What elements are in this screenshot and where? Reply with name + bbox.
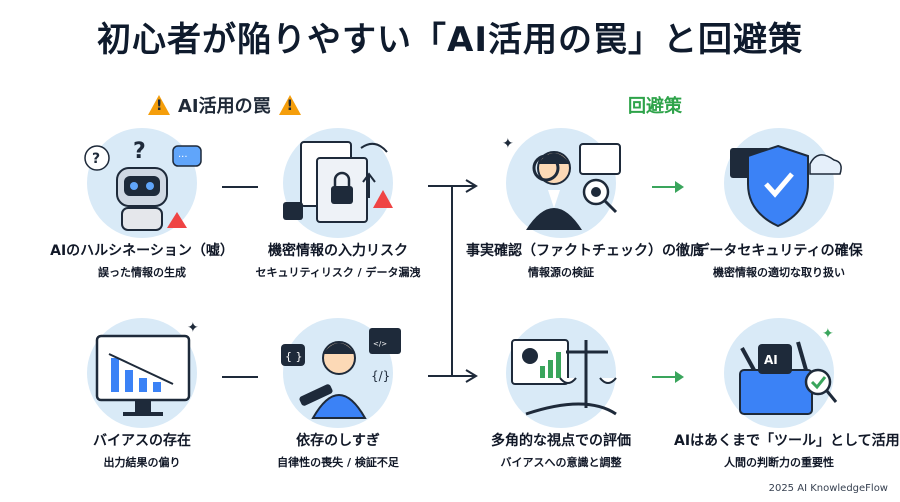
svg-text:···: ··· — [178, 152, 188, 163]
solution-card-security: データセキュリティの確保 機密情報の適切な取り扱い — [674, 128, 884, 280]
solution-title: 多角的な視点での評価 — [491, 433, 631, 449]
solutions-header-label: 回避策 — [628, 96, 682, 117]
warning-icon — [278, 95, 301, 115]
connector-line — [222, 376, 258, 378]
traps-header: AI活用の罠 — [148, 92, 301, 118]
solution-title: AIはあくまで「ツール」として活用 — [674, 433, 900, 449]
trap-title: 機密情報の入力リスク — [268, 243, 408, 259]
warning-icon — [148, 95, 170, 115]
solution-subtitle: 情報源の検証 — [528, 266, 594, 279]
svg-text:{ }: { } — [285, 350, 303, 363]
trap-title: バイアスの存在 — [93, 433, 191, 449]
solution-title: 事実確認（ファクトチェック）の徹底 — [466, 243, 704, 259]
solution-title: データセキュリティの確保 — [695, 243, 863, 259]
solution-arrow — [652, 371, 684, 383]
traps-header-label: AI活用の罠 — [178, 96, 271, 117]
svg-text:✦: ✦ — [502, 136, 514, 152]
locked-documents-icon — [283, 141, 393, 223]
footer-credit: 2025 AI KnowledgeFlow — [768, 483, 888, 494]
svg-text:{/}: {/} — [371, 369, 390, 383]
dependent-person-icon: { } </> {/} — [281, 328, 401, 419]
shield-check-icon — [730, 144, 842, 228]
svg-text:✦: ✦ — [822, 326, 834, 342]
balance-scale-icon — [511, 339, 617, 416]
solution-arrow — [652, 181, 684, 193]
trap-card-hallucination: ? ··· ? AIのハルシネーション（嘘） 誤った情報の生成 — [42, 128, 242, 280]
trap-card-bias: ✦ バイアスの存在 出力結果の偏り — [42, 318, 242, 470]
svg-text:AI: AI — [764, 353, 778, 367]
ai-toolbox-icon: AI ✦ — [739, 326, 838, 415]
robot-confused-icon: ? ··· ? — [84, 139, 202, 231]
connector-line — [222, 186, 258, 188]
trap-title: 依存のしすぎ — [296, 433, 380, 449]
svg-text:</>: </> — [373, 340, 387, 348]
trap-subtitle: セキュリティリスク / データ漏洩 — [255, 266, 421, 279]
svg-text:?: ? — [92, 151, 100, 167]
svg-text:?: ? — [133, 139, 146, 164]
trap-card-dependence: { } </> {/} 依存のしすぎ 自律性の喪失 / 検証不足 — [238, 318, 438, 470]
svg-text:✦: ✦ — [187, 320, 199, 336]
solution-card-ai-tool: AI ✦ AIはあくまで「ツール」として活用 人間の判断力の重要性 — [674, 318, 900, 470]
trap-card-confidential: 機密情報の入力リスク セキュリティリスク / データ漏洩 — [238, 128, 438, 280]
trap-subtitle: 自律性の喪失 / 検証不足 — [277, 456, 399, 469]
solutions-header: 回避策 — [628, 92, 682, 118]
solution-subtitle: 人間の判断力の重要性 — [724, 456, 834, 469]
solution-subtitle: 機密情報の適切な取り扱い — [713, 266, 845, 279]
solution-card-fact-check: ✦ 事実確認（ファクトチェック）の徹底 情報源の検証 — [466, 128, 704, 280]
trap-subtitle: 出力結果の偏り — [103, 456, 181, 469]
trap-title: AIのハルシネーション（嘘） — [50, 243, 234, 259]
trap-subtitle: 誤った情報の生成 — [98, 266, 186, 279]
fact-check-person-icon: ✦ — [502, 136, 621, 230]
page-title: 初心者が陥りやすい「AI活用の罠」と回避策 — [97, 20, 803, 60]
biased-chart-monitor-icon: ✦ — [95, 320, 199, 416]
solution-card-viewpoints: 多角的な視点での評価 バイアスへの意識と調整 — [466, 318, 656, 470]
solution-subtitle: バイアスへの意識と調整 — [500, 456, 622, 469]
